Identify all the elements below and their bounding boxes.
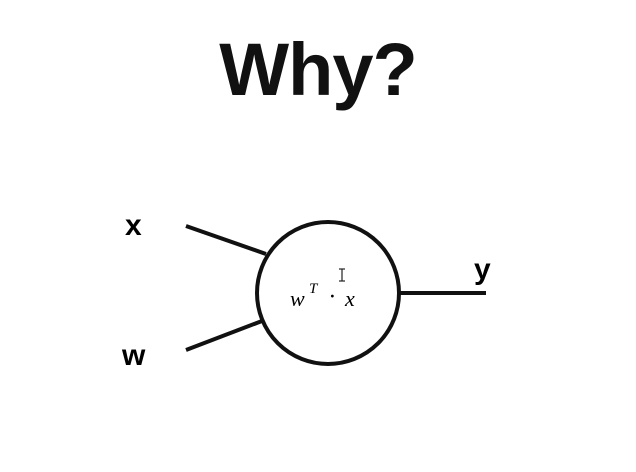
- expr-w: w: [290, 286, 305, 311]
- text-cursor-icon: [339, 268, 345, 282]
- input-w-edge: [185, 319, 263, 352]
- input-x-label: x: [125, 209, 142, 242]
- page-title: Why?: [219, 28, 417, 111]
- expr-x: x: [344, 286, 355, 311]
- output-y-label: y: [474, 253, 491, 286]
- input-w-label: w: [121, 339, 146, 372]
- expr-superscript-t: T: [309, 281, 319, 297]
- input-x-edge: [185, 224, 267, 256]
- neuron-node: [255, 220, 401, 366]
- expr-dot: ·: [329, 284, 335, 310]
